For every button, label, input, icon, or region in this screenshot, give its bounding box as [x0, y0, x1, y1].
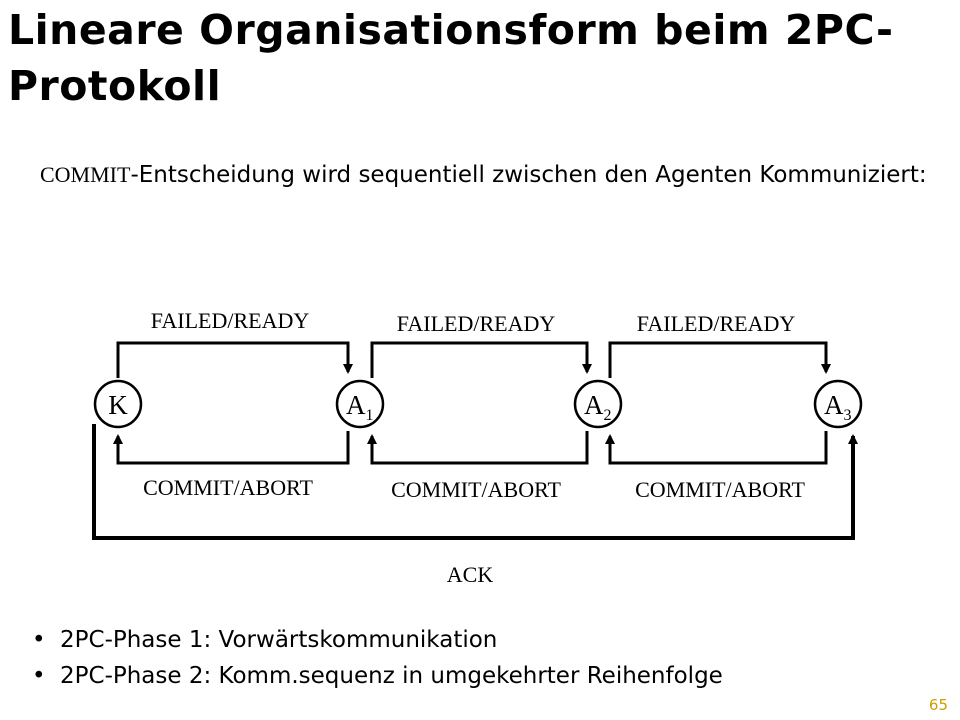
bullet-phase-1: 2PC-Phase 1: Vorwärtskommunikation: [30, 622, 723, 658]
node-k-label: K: [108, 390, 128, 420]
intro-text: COMMIT-Entscheidung wird sequentiell zwi…: [40, 158, 950, 192]
node-a2-label: A2: [584, 390, 612, 424]
backward-arrow-a3-a2: [605, 431, 828, 465]
forward-label-1: FAILED/READY: [151, 308, 310, 333]
backward-arrow-a1-k: [113, 431, 350, 465]
forward-label-2: FAILED/READY: [397, 311, 556, 336]
slide-title: Lineare Organisationsform beim 2PC-Proto…: [8, 6, 894, 110]
backward-label-2: COMMIT/ABORT: [391, 477, 561, 502]
bullet-phase-2: 2PC-Phase 2: Komm.sequenz in umgekehrter…: [30, 658, 723, 694]
backward-label-3: COMMIT/ABORT: [635, 477, 805, 502]
intro-commit-term: COMMIT: [40, 162, 131, 187]
node-a2: A2: [573, 379, 623, 429]
forward-arrow-a1-a2: [370, 341, 592, 378]
ack-label: ACK: [447, 562, 494, 587]
forward-label-3: FAILED/READY: [637, 311, 796, 336]
ack-arrow: [92, 424, 858, 540]
node-a1-label: A1: [346, 390, 374, 424]
backward-arrow-a2-a1: [367, 431, 589, 465]
page-number: 65: [928, 696, 948, 714]
bullet-list: 2PC-Phase 1: Vorwärtskommunikation 2PC-P…: [30, 622, 723, 694]
intro-rest: -Entscheidung wird sequentiell zwischen …: [130, 162, 927, 188]
backward-label-1: COMMIT/ABORT: [143, 475, 313, 500]
forward-arrow-k-a1: [116, 341, 353, 378]
node-a3-label: A3: [824, 390, 852, 424]
node-a1: A1: [335, 379, 385, 429]
forward-arrow-a2-a3: [608, 341, 831, 378]
node-a3: A3: [813, 379, 863, 429]
node-k: K: [93, 379, 143, 429]
